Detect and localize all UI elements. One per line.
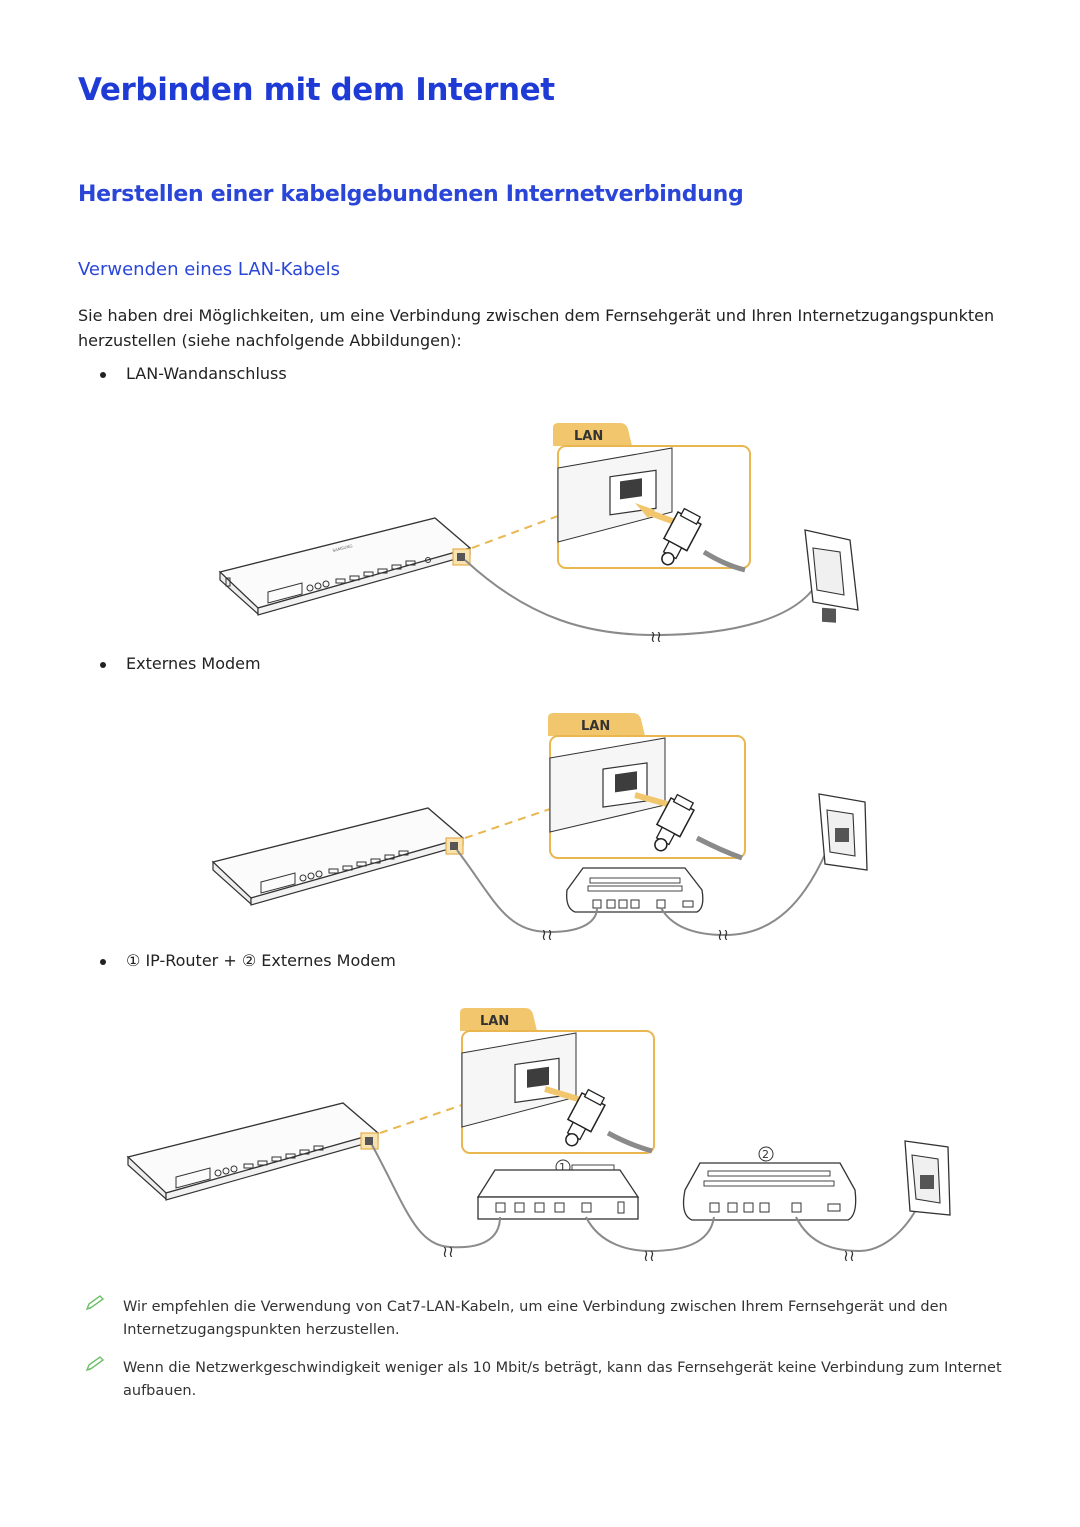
lan-cable: [585, 1216, 715, 1253]
svg-text:≀≀: ≀≀: [442, 1242, 454, 1261]
one-connect-box: [126, 1102, 380, 1201]
router-number: 1: [559, 1161, 566, 1174]
wall-socket: [804, 529, 859, 623]
router: 1: [476, 1159, 640, 1220]
bullet-label: Externes Modem: [126, 654, 261, 673]
section-heading: Verwenden eines LAN-Kabels: [78, 259, 340, 280]
svg-text:≀≀: ≀≀: [643, 1246, 655, 1265]
bullet-label: LAN-Wandanschluss: [126, 364, 287, 383]
bullet-label-router: IP-Router +: [145, 951, 237, 970]
modem: [566, 867, 704, 913]
bullet-num-1: ①: [126, 951, 141, 970]
figure-lan-wall: SAMSUNG LAN ≀≀: [218, 423, 859, 646]
lan-cable: [371, 1144, 501, 1249]
bullet-dot: [100, 958, 106, 965]
lan-tab-label: LAN: [574, 429, 603, 444]
lan-cable: [660, 849, 828, 937]
pencil-note-icon: [85, 1295, 105, 1311]
lan-tab-label: LAN: [581, 719, 610, 734]
svg-text:SAMSUNG: SAMSUNG: [332, 543, 353, 553]
wall-socket: [818, 793, 868, 871]
bullet-dot: [100, 371, 106, 378]
one-connect-box: [211, 807, 465, 906]
subtitle: Herstellen einer kabelgebundenen Interne…: [78, 182, 744, 207]
bullet-lan-wall: LAN-Wandanschluss: [100, 364, 287, 383]
lan-zoom-box: LAN: [553, 423, 751, 573]
figure-router-modem: LAN 1 2: [126, 1008, 951, 1265]
bullet-router-modem: ① IP-Router + ② Externes Modem: [100, 951, 396, 970]
figure-external-modem: LAN ≀≀ ≀≀: [211, 713, 868, 944]
bullet-external-modem: Externes Modem: [100, 654, 261, 673]
note-cat7: Wir empfehlen die Verwendung von Cat7-LA…: [123, 1299, 948, 1338]
modem: 2: [682, 1146, 857, 1221]
one-connect-box: SAMSUNG: [218, 517, 472, 616]
bullet-num-2: ②: [241, 951, 257, 970]
bullet-dot: [100, 661, 106, 668]
svg-text:≀≀: ≀≀: [717, 925, 729, 944]
modem-number: 2: [762, 1148, 769, 1161]
note-speed: Wenn die Netzwerkgeschwindigkeit weniger…: [123, 1360, 1002, 1399]
svg-text:≀≀: ≀≀: [843, 1246, 855, 1265]
page-title: Verbinden mit dem Internet: [78, 72, 555, 108]
pencil-note-icon: [85, 1356, 105, 1372]
lan-cable: [464, 559, 821, 637]
wall-socket: [904, 1140, 951, 1216]
lan-tab-label: LAN: [480, 1014, 509, 1029]
lan-zoom-box: LAN: [460, 1008, 655, 1154]
lan-zoom-box: LAN: [548, 713, 746, 861]
svg-text:≀≀: ≀≀: [650, 627, 662, 646]
intro-paragraph: Sie haben drei Möglichkeiten, um eine Ve…: [78, 306, 995, 350]
svg-text:≀≀: ≀≀: [541, 925, 553, 944]
lan-cable: [456, 849, 598, 934]
bullet-label-modem: Externes Modem: [261, 951, 396, 970]
